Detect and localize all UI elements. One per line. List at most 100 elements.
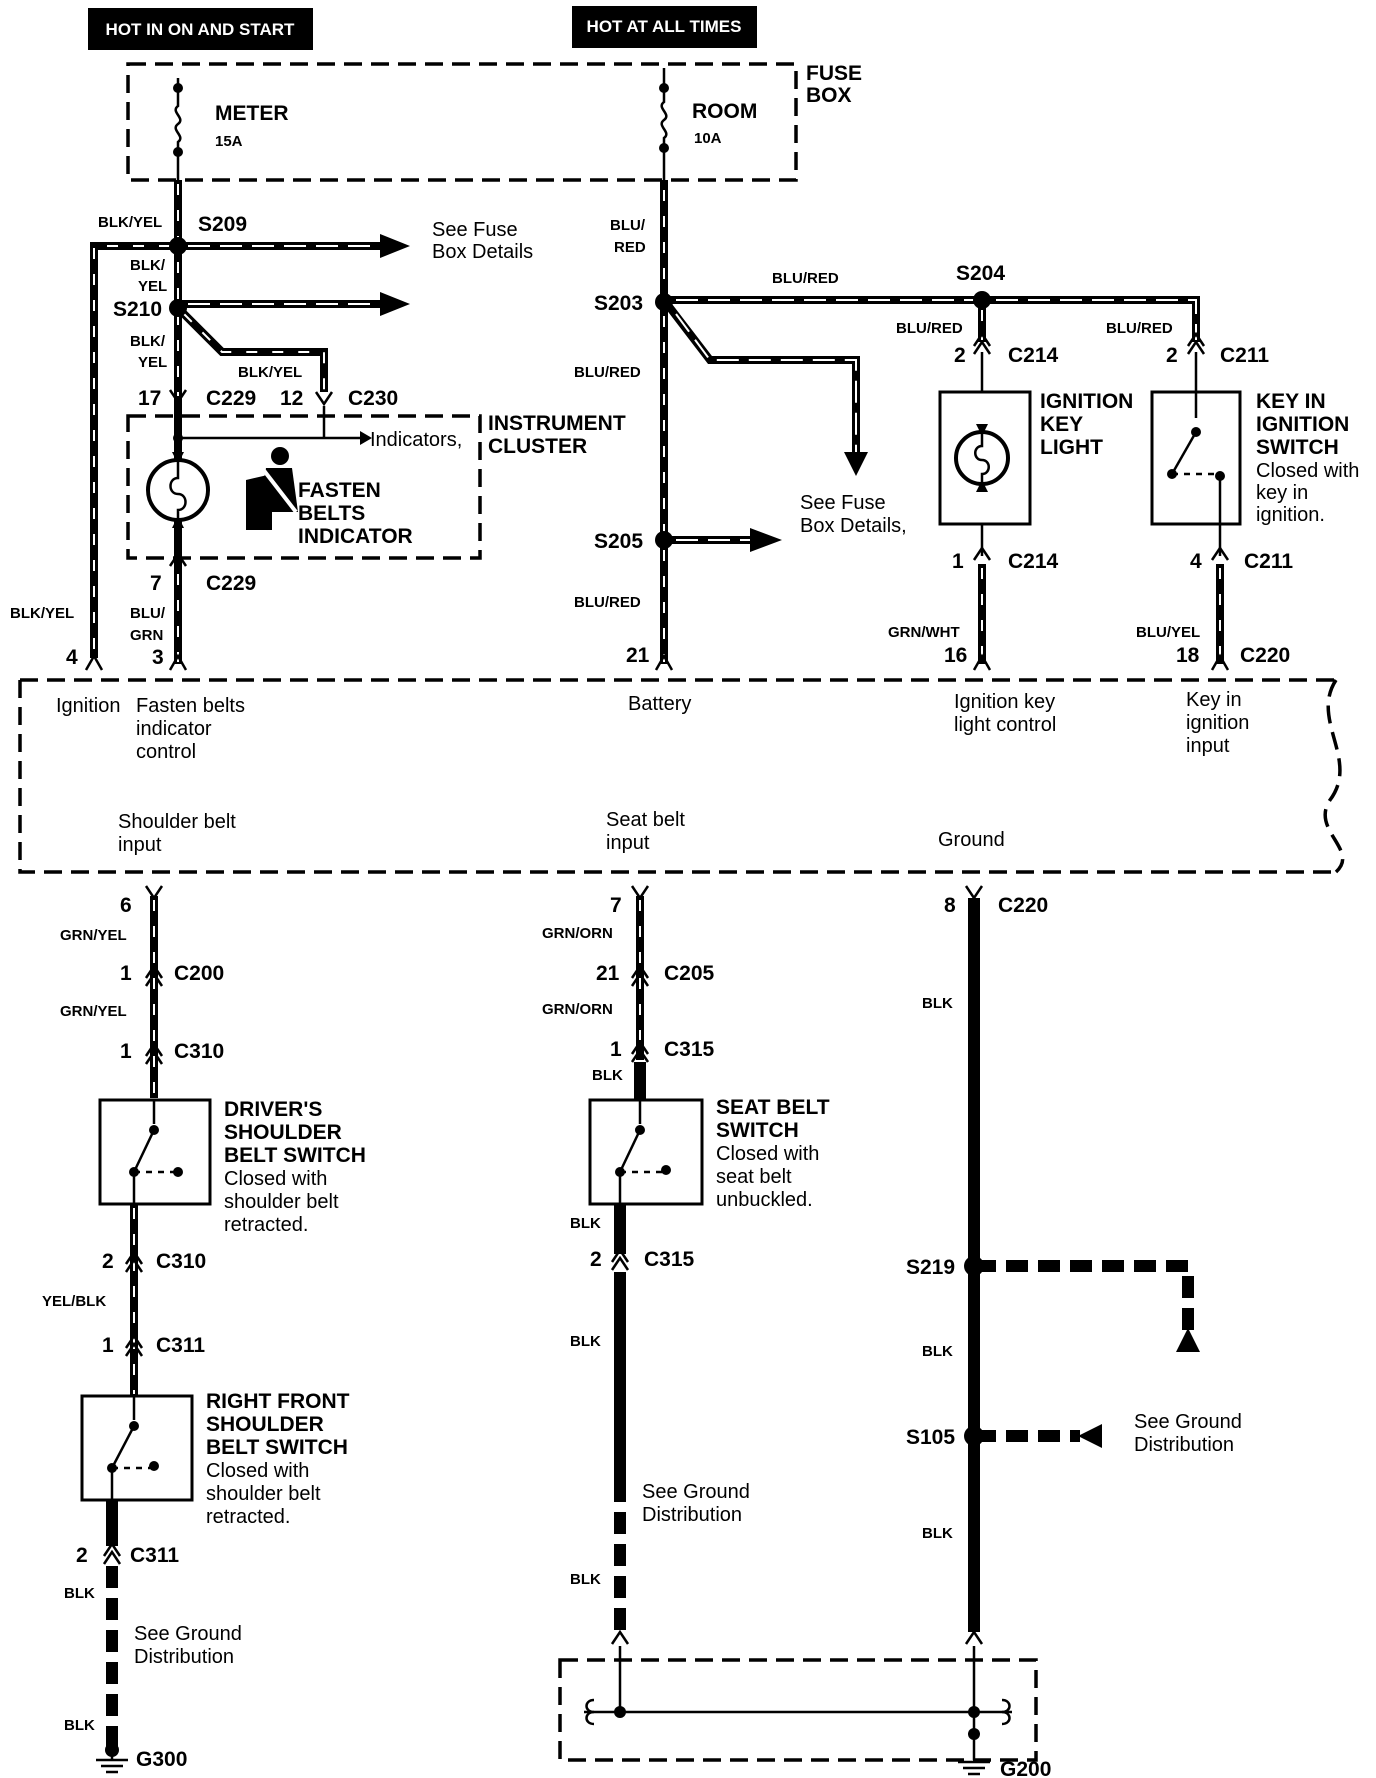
splice-s210 <box>169 299 187 317</box>
svg-text:BLK: BLK <box>64 1717 95 1734</box>
svg-text:GRN: GRN <box>130 627 163 644</box>
svg-text:C211: C211 <box>1244 550 1293 573</box>
svg-text:BELT SWITCH: BELT SWITCH <box>224 1144 366 1167</box>
svg-text:C229: C229 <box>206 387 256 410</box>
wire-to-c230 <box>175 305 328 392</box>
svg-text:S210: S210 <box>113 298 162 321</box>
svg-text:ignition.: ignition. <box>1256 504 1325 526</box>
svg-text:YEL: YEL <box>138 354 167 371</box>
arrow-s209-fuse-details <box>178 234 410 258</box>
svg-text:BELTS: BELTS <box>298 502 365 525</box>
ground-g300-icon <box>96 1743 128 1774</box>
svg-text:16: 16 <box>944 644 967 667</box>
svg-text:GRN/YEL: GRN/YEL <box>60 1003 127 1020</box>
see-ground-distribution-1: See Ground <box>134 1623 242 1645</box>
unit-shoulder-belt-input: Shoulder belt <box>118 811 236 833</box>
control-unit-outline <box>18 678 1345 874</box>
svg-text:light control: light control <box>954 714 1056 736</box>
splice-s203 <box>655 293 673 311</box>
unit-ground: Ground <box>938 829 1005 851</box>
svg-text:YEL: YEL <box>138 278 167 295</box>
instrument-cluster-title-1: INSTRUMENT <box>488 412 626 435</box>
splice-s204 <box>973 291 991 309</box>
ignition-key-light-label-1: IGNITION <box>1040 390 1133 413</box>
svg-text:S204: S204 <box>956 262 1005 285</box>
svg-text:BLU/RED: BLU/RED <box>574 594 641 611</box>
svg-text:BLK: BLK <box>570 1571 601 1588</box>
svg-text:Distribution: Distribution <box>1134 1434 1234 1456</box>
svg-text:1: 1 <box>120 1040 132 1063</box>
svg-text:Box Details,: Box Details, <box>800 515 907 537</box>
svg-text:1: 1 <box>102 1334 114 1357</box>
ground-block-outline <box>558 1658 1038 1762</box>
key-in-ignition-switch-label-1: KEY IN <box>1256 390 1326 413</box>
svg-text:shoulder belt: shoulder belt <box>206 1483 321 1505</box>
drivers-shoulder-belt-switch-label-1: DRIVER'S <box>224 1098 322 1121</box>
svg-text:INDICATOR: INDICATOR <box>298 525 413 548</box>
svg-text:6: 6 <box>120 894 132 917</box>
svg-text:BLK: BLK <box>922 1343 953 1360</box>
svg-text:2: 2 <box>102 1250 114 1273</box>
svg-text:SHOULDER: SHOULDER <box>224 1121 342 1144</box>
svg-text:retracted.: retracted. <box>224 1214 308 1236</box>
drivers-shoulder-belt-switch-box <box>98 1098 212 1206</box>
fasten-belts-indicator-label-1: FASTEN <box>298 479 381 502</box>
svg-text:Closed with: Closed with <box>224 1168 327 1190</box>
svg-text:1: 1 <box>610 1038 622 1061</box>
meter-fuse-rating: 15A <box>215 133 243 150</box>
svg-text:C220: C220 <box>1240 644 1290 667</box>
header-hot-in-on-and-start: HOT IN ON AND START <box>88 8 313 50</box>
wire-blu-red-horizontal <box>664 296 1200 342</box>
svg-text:C200: C200 <box>174 962 224 985</box>
see-fuse-box-details-1: See Fuse <box>432 219 518 241</box>
svg-text:GRN/ORN: GRN/ORN <box>542 925 613 942</box>
svg-text:YEL/BLK: YEL/BLK <box>42 1293 106 1310</box>
svg-text:SWITCH: SWITCH <box>1256 436 1339 459</box>
svg-text:21: 21 <box>626 644 650 667</box>
svg-text:C315: C315 <box>644 1248 695 1271</box>
svg-text:BELT SWITCH: BELT SWITCH <box>206 1436 348 1459</box>
svg-text:BLK: BLK <box>570 1215 601 1232</box>
svg-text:4: 4 <box>66 646 78 669</box>
right-front-shoulder-belt-switch-box <box>80 1394 194 1502</box>
svg-text:1: 1 <box>952 550 964 573</box>
svg-text:BLU/RED: BLU/RED <box>772 270 839 287</box>
fuse-box-label-2: BOX <box>806 84 852 107</box>
svg-text:input: input <box>118 834 162 856</box>
svg-text:HOT AT ALL TIMES: HOT AT ALL TIMES <box>587 17 742 36</box>
room-fuse-name: ROOM <box>692 100 757 123</box>
svg-text:4: 4 <box>1190 550 1202 573</box>
svg-text:BLK/: BLK/ <box>130 333 166 350</box>
svg-text:ignition: ignition <box>1186 712 1249 734</box>
svg-text:BLU/: BLU/ <box>610 217 646 234</box>
svg-text:BLK/: BLK/ <box>130 257 166 274</box>
svg-text:C214: C214 <box>1008 344 1059 367</box>
ground-g200-icon <box>958 1760 990 1776</box>
svg-text:Closed with: Closed with <box>716 1143 819 1165</box>
room-fuse-rating: 10A <box>694 130 722 147</box>
unit-key-in-ignition-input: Key in <box>1186 689 1242 711</box>
seat-belt-switch-label-1: SEAT BELT <box>716 1096 830 1119</box>
svg-text:C310: C310 <box>174 1040 224 1063</box>
svg-text:C220: C220 <box>998 894 1048 917</box>
svg-text:BLU/: BLU/ <box>130 605 166 622</box>
unit-ignition-key-light-control: Ignition key <box>954 691 1055 713</box>
ignition-key-light-bulb-icon <box>954 424 1010 492</box>
right-front-shoulder-belt-switch-label-1: RIGHT FRONT <box>206 1390 350 1413</box>
svg-text:GRN/WHT: GRN/WHT <box>888 624 960 641</box>
svg-text:C230: C230 <box>348 387 398 410</box>
room-fuse-symbol <box>660 68 668 180</box>
arrow-s210 <box>178 292 410 316</box>
unit-battery: Battery <box>628 693 691 715</box>
svg-text:S219: S219 <box>906 1256 955 1279</box>
svg-text:BLK/YEL: BLK/YEL <box>98 214 162 231</box>
indicators-label: Indicators, <box>370 429 462 451</box>
svg-text:key in: key in <box>1256 482 1308 504</box>
fasten-belts-bulb-icon <box>146 452 210 528</box>
svg-text:seat belt: seat belt <box>716 1166 792 1188</box>
unit-fasten-belts-control: Fasten belts <box>136 695 245 717</box>
svg-text:C310: C310 <box>156 1250 206 1273</box>
see-ground-distribution-3: See Ground <box>1134 1411 1242 1433</box>
svg-text:2: 2 <box>1166 344 1178 367</box>
